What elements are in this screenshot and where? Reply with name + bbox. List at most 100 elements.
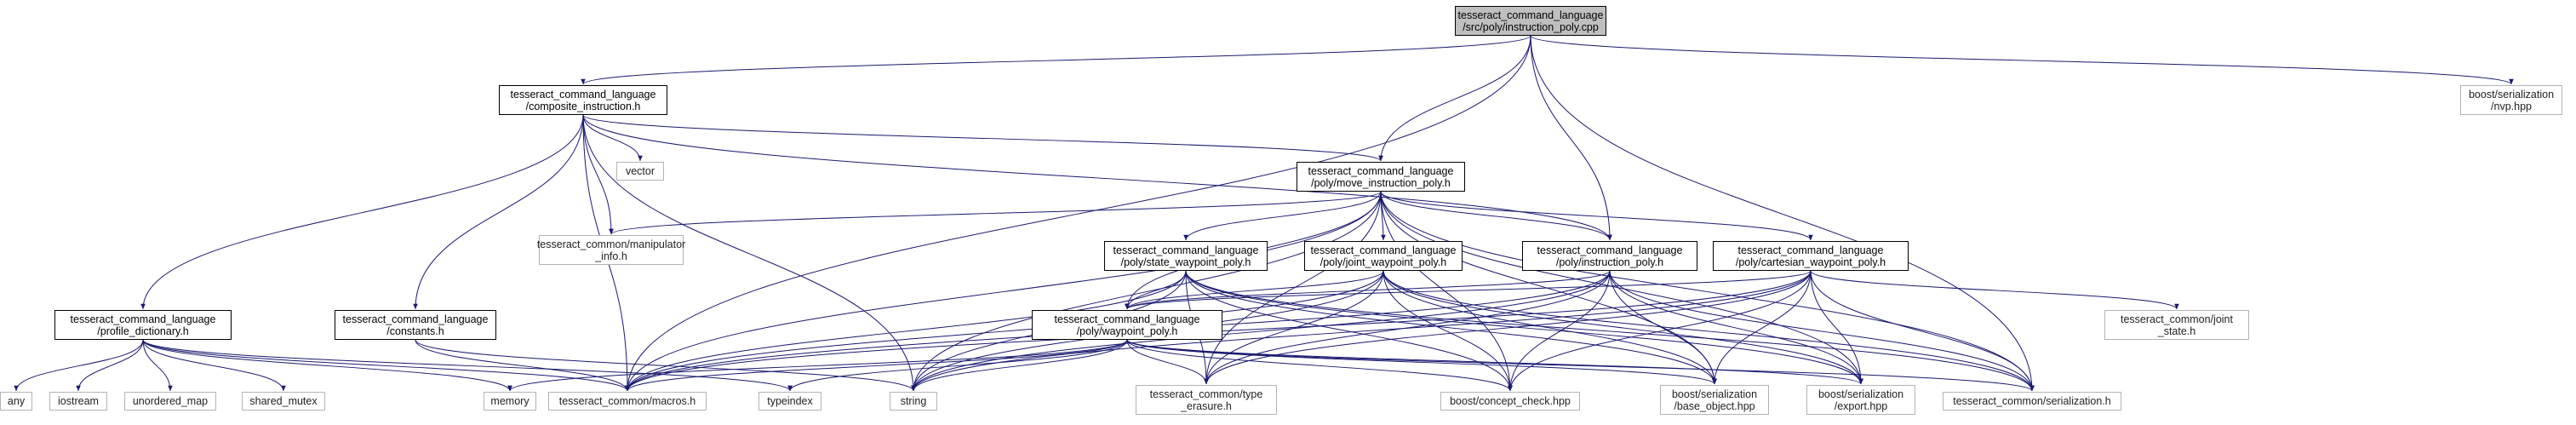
edge-jointwp-to-waypoint (1125, 270, 1384, 310)
node-label-line: /constants.h (386, 324, 444, 337)
node-label-line: tesseract_command_language (1457, 9, 1604, 21)
edge-instr-to-baseobject (1609, 270, 1717, 385)
edge-constants-to-string (415, 339, 916, 392)
edge-cartwp-to-baseobject (1712, 270, 1812, 385)
node-label-line: memory (490, 395, 530, 407)
edge-profile-to-typeindex (142, 339, 793, 392)
edge-profile-to-macros (142, 339, 630, 392)
node-statewp[interactable]: tesseract_command_language/poly/state_wa… (1104, 241, 1268, 271)
edge-waypoint-to-conceptcheck (1126, 339, 1513, 392)
edge-cartwp-to-jointstate (1810, 270, 2179, 310)
node-label-line: /poly/cartesian_waypoint_poly.h (1735, 256, 1886, 268)
node-label-line: tesseract_command_language (510, 88, 656, 101)
node-label-line: /export.hpp (1834, 399, 1888, 412)
node-label-line: /poly/joint_waypoint_poly.h (1319, 256, 1447, 268)
node-composite[interactable]: tesseract_command_language/composite_ins… (499, 85, 667, 115)
edge-move-to-export (1380, 191, 1863, 385)
node-label-line: /nvp.hpp (2491, 100, 2532, 112)
edge-jointwp-to-serialization (1382, 270, 2035, 392)
edge-constants-to-macros (415, 339, 630, 392)
edge-jointwp-to-baseobject (1382, 270, 1717, 385)
node-label-line: /src/poly/instruction_poly.cpp (1463, 20, 1599, 33)
edge-profile-to-any (14, 339, 144, 392)
node-label-line: boost/serialization (2468, 88, 2555, 101)
node-label-line: tesseract_common/serialization.h (1953, 395, 2111, 407)
node-instr[interactable]: tesseract_command_language/poly/instruct… (1522, 241, 1697, 271)
edge-instr-to-conceptcheck (1508, 270, 1611, 392)
node-label-line: tesseract_command_language (1113, 244, 1259, 256)
node-unordered_map: unordered_map (124, 392, 216, 411)
edge-root-to-composite (581, 35, 1531, 85)
node-cartwp[interactable]: tesseract_command_language/poly/cartesia… (1713, 241, 1909, 271)
node-label-line: any (7, 395, 26, 407)
node-label-line: shared_mutex (249, 395, 318, 407)
node-typeerasure: tesseract_common/type_erasure.h (1136, 385, 1277, 415)
node-any: any (0, 392, 32, 411)
node-conceptcheck: boost/concept_check.hpp (1440, 392, 1580, 411)
edge-waypoint-to-serialization (1126, 339, 2035, 392)
edge-jointwp-to-conceptcheck (1382, 270, 1513, 392)
node-label-line: tesseract_command_language (70, 313, 216, 325)
edge-cartwp-to-string (911, 270, 1812, 392)
node-label-line: /base_object.hpp (1674, 399, 1755, 412)
edge-move-to-manip (609, 191, 1382, 235)
node-label-line: /poly/waypoint_poly.h (1076, 324, 1178, 337)
node-string: string (890, 392, 937, 411)
node-constants[interactable]: tesseract_command_language/constants.h (335, 310, 496, 340)
node-label-line: /poly/instruction_poly.h (1555, 256, 1664, 268)
node-baseobject: boost/serialization/base_object.hpp (1660, 385, 1769, 415)
node-serialization: tesseract_common/serialization.h (1943, 392, 2121, 411)
edge-composite-to-manip (582, 114, 614, 235)
edge-waypoint-to-baseobject (1126, 339, 1717, 385)
edge-root-to-serialization (1530, 35, 2035, 392)
node-iostream: iostream (49, 392, 107, 411)
edge-profile-to-iostream (76, 339, 144, 392)
edge-statewp-to-macros (625, 270, 1187, 392)
node-label-line: boost/serialization (1818, 388, 1904, 400)
node-label-line: tesseract_common/joint (2120, 313, 2233, 325)
node-label-line: boost/serialization (1671, 388, 1758, 400)
node-label-line: _info.h (595, 250, 627, 262)
node-macros: tesseract_common/macros.h (548, 392, 707, 411)
node-vector: vector (616, 162, 664, 181)
node-label-line: typeindex (767, 395, 813, 407)
node-label-line: tesseract_common/manipulator (536, 238, 686, 250)
node-label-line: string (900, 395, 927, 407)
edge-jointwp-to-typeerasure (1204, 270, 1384, 385)
edge-cartwp-to-conceptcheck (1508, 270, 1812, 392)
node-label-line: _state.h (2157, 324, 2196, 337)
edge-composite-to-instr (582, 114, 1612, 241)
node-label-line: tesseract_common/type (1149, 388, 1263, 400)
node-jointstate: tesseract_common/joint_state.h (2104, 310, 2249, 340)
node-label-line: unordered_map (132, 395, 209, 407)
edge-move-to-string (911, 191, 1382, 392)
node-label-line: boost/concept_check.hpp (1450, 395, 1571, 407)
node-label-line: tesseract_command_language (1537, 244, 1683, 256)
node-export: boost/serialization/export.hpp (1806, 385, 1915, 415)
node-label-line: /composite_instruction.h (525, 100, 641, 112)
edge-instr-to-serialization (1609, 270, 2035, 392)
node-move[interactable]: tesseract_command_language/poly/move_ins… (1297, 162, 1465, 192)
edge-move-to-serialization (1380, 191, 2035, 392)
node-nvp: boost/serialization/nvp.hpp (2460, 85, 2562, 115)
edge-waypoint-to-typeindex (787, 339, 1128, 392)
edge-move-to-statewp (1183, 191, 1382, 241)
node-shared_mutex: shared_mutex (242, 392, 325, 411)
edge-cartwp-to-serialization (1810, 270, 2035, 392)
edge-profile-to-unordered_map (142, 339, 173, 392)
edge-move-to-macros (625, 191, 1382, 392)
edge-profile-to-memory (142, 339, 512, 392)
node-profile[interactable]: tesseract_command_language/profile_dicti… (54, 310, 232, 340)
edge-move-to-conceptcheck (1380, 191, 1513, 392)
node-root[interactable]: tesseract_command_language/src/poly/inst… (1455, 6, 1606, 36)
node-manip: tesseract_common/manipulator_info.h (536, 235, 686, 265)
node-jointwp[interactable]: tesseract_command_language/poly/joint_wa… (1304, 241, 1463, 271)
edge-profile-to-shared_mutex (142, 339, 286, 392)
edge-composite-to-move (582, 114, 1383, 162)
edge-composite-to-constants (413, 114, 584, 310)
edge-root-to-nvp (1530, 35, 2514, 85)
node-label-line: tesseract_command_language (1310, 244, 1457, 256)
node-label-line: tesseract_command_language (1737, 244, 1884, 256)
node-waypoint[interactable]: tesseract_command_language/poly/waypoint… (1032, 310, 1222, 340)
